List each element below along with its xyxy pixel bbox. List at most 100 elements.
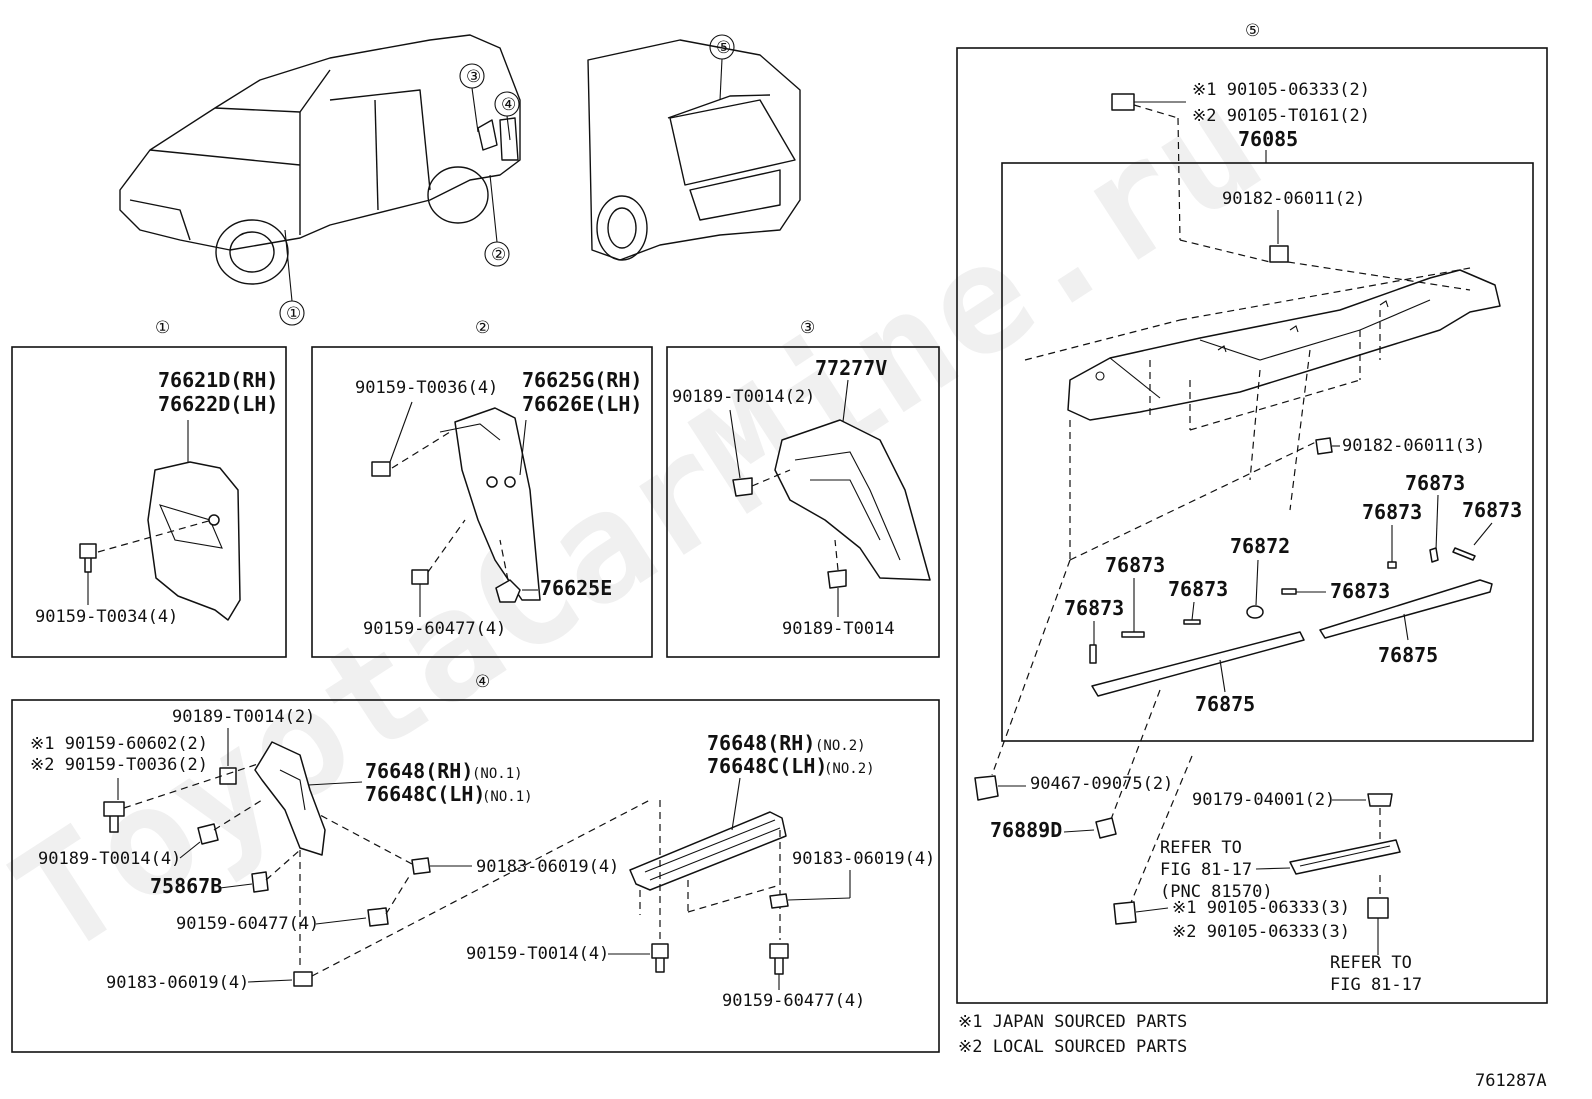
panel-5-inner-frame: [1001, 162, 1534, 742]
part-76873-g: 76873: [1064, 596, 1124, 620]
panel-5-title: ⑤: [1245, 21, 1260, 41]
panel-2-frame: [311, 346, 653, 658]
part-76873-a: 76873: [1405, 471, 1465, 495]
panel-5-frame: [956, 47, 1548, 1004]
panel-4: ④ 90189-T0014(2) ※1 90159-60602(2) ※2 90…: [11, 672, 940, 1053]
part-76622d: 76622D(LH): [158, 392, 278, 416]
part-76648-rh-no1: 76648(RH): [365, 759, 473, 783]
part-90182-06011-3: 90182-06011(3): [1342, 436, 1485, 456]
clip-4-mid: [197, 823, 219, 845]
clip-top-3: [732, 477, 753, 497]
part-90182-06011-2: 90182-06011(2): [1222, 189, 1365, 209]
screw-4-bottom-right: [769, 943, 789, 975]
part-90159-60602: ※1 90159-60602(2): [30, 734, 208, 754]
grommet-5: [974, 775, 999, 801]
nut-5-right: [1315, 437, 1333, 455]
callout-2: ②: [491, 245, 506, 265]
part-76873-b: 76873: [1362, 500, 1422, 524]
part-76873-f: 76873: [1330, 579, 1390, 603]
part-76873-d: 76873: [1105, 553, 1165, 577]
callout-4: ④: [501, 95, 516, 115]
panel-2: ② 90159-T0036(4) 76625G(RH) 76626E(LH) 9…: [311, 318, 653, 658]
bolt-5-top: [1111, 93, 1135, 111]
refer-1-line3: (PNC 81570): [1160, 882, 1273, 902]
panel-5: ⑤ ※1 90105-06333(2) ※2 90105-T0161(2) 76…: [956, 21, 1548, 1004]
panel-1-frame: [11, 346, 287, 658]
stop-lamp-bracket: [1289, 839, 1401, 875]
part-76873-e: 76873: [1168, 577, 1228, 601]
suffix-rh-no1: (NO.1): [472, 766, 523, 782]
weatherstrip-right: [1319, 579, 1493, 639]
bolt-5-bottom-left: [1113, 901, 1137, 925]
panel-1-title: ①: [155, 318, 170, 338]
callout-1: ①: [286, 304, 301, 324]
suffix-lh-no2: (NO.2): [824, 761, 875, 777]
note-local: ※2 LOCAL SOURCED PARTS: [958, 1037, 1187, 1057]
seal-76872: [1246, 605, 1264, 619]
weatherstrip-left: [1091, 631, 1305, 697]
bolt-5-bottom-right: [1367, 897, 1389, 919]
mudguard-front: [147, 461, 241, 621]
part-90189-t0014-2b: 90189-T0014(2): [172, 707, 315, 727]
nut-4-right: [769, 893, 789, 909]
overview-callouts: ① ③ ④ ② ⑤: [279, 34, 735, 326]
part-75867b-shape: [251, 871, 269, 893]
panel-3: ③ 77277V 90189-T0014(2) 90189-T0014: [666, 318, 940, 658]
part-76873-c: 76873: [1462, 498, 1522, 522]
part-90159-60477-4a: 90159-60477(4): [176, 914, 319, 934]
panel-4-frame: [11, 699, 940, 1053]
figure-id: 761287A: [1475, 1071, 1547, 1091]
clip-76889d-shape: [1095, 817, 1117, 839]
panel-3-title: ③: [800, 318, 815, 338]
part-90105-06333-top: ※1 90105-06333(2): [1192, 80, 1370, 100]
suffix-rh-no2: (NO.2): [815, 738, 866, 754]
screw-4-t0014: [651, 943, 669, 973]
part-90183-06019-right: 90183-06019(4): [792, 849, 935, 869]
part-76621d: 76621D(RH): [158, 368, 278, 392]
part-76648c-lh-no2: 76648C(LH): [707, 754, 827, 778]
part-76889d: 76889D: [990, 818, 1062, 842]
nut-4-bottom: [293, 971, 313, 987]
refer-1-line2: FIG 81-17: [1160, 860, 1252, 880]
screw-90159-t0034: [79, 543, 97, 573]
part-76872: 76872: [1230, 534, 1290, 558]
note-japan: ※1 JAPAN SOURCED PARTS: [958, 1012, 1187, 1032]
part-90183-06019-bottom: 90183-06019(4): [106, 973, 249, 993]
screw-4-left: [103, 801, 125, 833]
panel-3-frame: [666, 346, 940, 658]
part-90159-t0036: 90159-T0036(4): [355, 378, 498, 398]
part-90159-t0036-2: ※2 90159-T0036(2): [30, 755, 208, 775]
clip-76625e: [495, 579, 521, 603]
car-rear-view: [587, 39, 801, 261]
callout-5: ⑤: [716, 38, 731, 58]
part-90189-t0014-2: 90189-T0014(2): [672, 387, 815, 407]
part-76625g: 76625G(RH): [522, 368, 642, 392]
nut-4-center: [411, 857, 431, 875]
rear-spoiler: [1067, 269, 1501, 421]
bracket-no1: [254, 741, 326, 856]
callout-3: ③: [466, 67, 481, 87]
screw-bottom-2: [411, 569, 429, 585]
part-90105-06333-b1: ※1 90105-06333(3): [1172, 898, 1350, 918]
part-90105-t0161: ※2 90105-T0161(2): [1192, 106, 1370, 126]
part-90467-09075: 90467-09075(2): [1030, 774, 1173, 794]
nut-5-top: [1269, 245, 1289, 263]
part-76875-right: 76875: [1378, 643, 1438, 667]
part-90189-t0014: 90189-T0014: [782, 619, 895, 639]
clip-4-top: [219, 767, 237, 785]
screw-4-mid: [367, 907, 389, 927]
part-90179-04001: 90179-04001(2): [1192, 790, 1335, 810]
mudguard-rear: [454, 407, 541, 601]
part-77277v: 77277V: [815, 356, 887, 380]
part-90159-60477: 90159-60477(4): [363, 619, 506, 639]
refer-2-line2: FIG 81-17: [1330, 975, 1422, 995]
part-76626e: 76626E(LH): [522, 392, 642, 416]
nut-90179: [1367, 793, 1393, 807]
part-90159-t0034: 90159-T0034(4): [35, 607, 178, 627]
panel-4-title: ④: [475, 672, 490, 692]
panel-2-title: ②: [475, 318, 490, 338]
part-90159-t0014-4: 90159-T0014(4): [466, 944, 609, 964]
refer-1-line1: REFER TO: [1160, 838, 1242, 858]
panel-1: ① 76621D(RH) 76622D(LH) 90159-T0034(4): [11, 318, 287, 658]
